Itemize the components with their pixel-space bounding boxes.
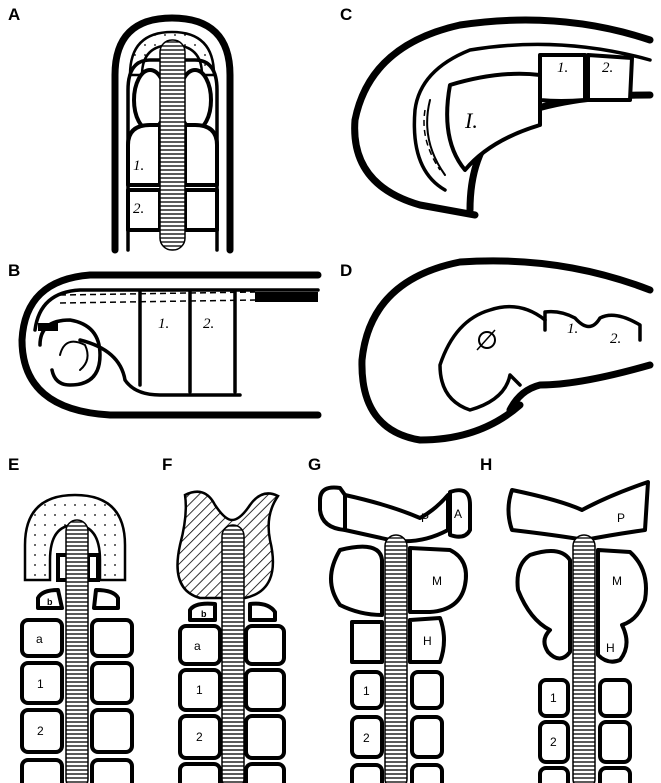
panel-a-label-1: 1. (133, 158, 144, 174)
panel-h-label-1: 1 (550, 691, 557, 705)
panel-c-eye-cup (427, 100, 445, 175)
panel-d-label-1: 1. (567, 321, 578, 337)
panel-a-somite-right-2 (185, 190, 217, 230)
panel-label-h: H (480, 455, 492, 474)
panel-e-somite-a-right (92, 620, 132, 656)
panel-a-label-2: 2. (133, 201, 144, 217)
panel-f-label-1: 1 (196, 683, 203, 697)
panel-h-region-p (509, 482, 649, 540)
panel-b-notochord-upper (60, 292, 255, 295)
panel-h-label-p: P (617, 511, 625, 525)
panel-g-region-m-left (331, 547, 382, 615)
panel-e: E b a 1 2 (8, 455, 132, 783)
panel-e-somite-3-right (92, 760, 132, 783)
panel-label-f: F (162, 455, 172, 474)
panel-g-label-2: 2 (363, 731, 370, 745)
panel-g-label-p: P (421, 511, 429, 525)
panel-e-label-a: a (36, 632, 43, 646)
panel-b-notochord-tail (255, 292, 318, 302)
panel-f-notochord (222, 525, 244, 783)
panel-label-a: A (8, 5, 20, 24)
panel-g-region-p-left (320, 488, 345, 531)
panel-g-label-a: A (454, 507, 462, 521)
panel-h-somite-3-left (540, 768, 568, 783)
panel-f-somite-2-right (246, 716, 284, 758)
panel-e-somite-b-right (94, 590, 118, 608)
panel-e-somite-1-right (92, 663, 132, 703)
panel-a-somite-left-1 (128, 125, 160, 185)
panel-e-notochord (66, 520, 88, 783)
panel-g-somite-3-left (352, 765, 382, 783)
panel-c-label-I: I. (464, 108, 478, 133)
panel-e-label-1: 1 (37, 677, 44, 691)
panel-g-somite-1-right (412, 672, 442, 708)
panel-f-somite-3-right (246, 764, 284, 783)
panel-b-head-inner-curve (60, 342, 88, 370)
panel-label-d: D (340, 261, 352, 280)
panel-g-somite-2-right (412, 717, 442, 757)
panel-e-label-b: b (47, 597, 53, 607)
panel-d-label-2: 2. (610, 331, 621, 347)
panel-h-somite-3-right (600, 768, 630, 783)
panel-c-label-2: 2. (602, 60, 613, 76)
panel-e-somite-2-right (92, 710, 132, 752)
panel-b-somite-divisions (140, 292, 235, 392)
panel-e-somite-3-left (22, 760, 62, 783)
panel-d-outer-outline (362, 261, 650, 440)
panel-h-somite-1-right (600, 680, 630, 716)
panel-d: D 1. 2. (340, 261, 650, 440)
panel-g-region-h-left (352, 622, 382, 662)
panel-a: A 1. 2. (8, 5, 230, 250)
panel-h-somite-2-right (600, 722, 630, 762)
panel-g-somite-3-right (412, 765, 442, 783)
panel-h-label-h: H (606, 641, 615, 655)
panel-g-notochord (385, 535, 407, 783)
panel-a-somite-right-1 (185, 125, 217, 185)
panel-b-ventral-outline (80, 340, 240, 395)
panel-d-head-outline (440, 307, 545, 410)
panel-g-label-m: M (432, 574, 442, 588)
panel-f-somite-1-right (246, 670, 284, 710)
panel-f-label-b: b (201, 609, 207, 619)
panel-f-somite-a-right (246, 626, 284, 664)
panel-h-notochord (573, 535, 595, 783)
panel-d-ventral-curve (510, 365, 650, 410)
panel-label-c: C (340, 5, 352, 24)
panel-b-notochord-lower (60, 300, 255, 303)
panel-g-label-1: 1 (363, 684, 370, 698)
panel-b: B 1. 2. (8, 261, 318, 415)
panel-d-dorsal-segments (545, 312, 640, 340)
panel-f-somite-3-left (180, 764, 220, 783)
panel-c-label-1: 1. (557, 60, 568, 76)
panel-c: C 1. 2. I. (340, 5, 650, 215)
panel-c-region-I (447, 74, 540, 170)
panel-b-label-1: 1. (158, 316, 169, 332)
panel-h: H P M H 1 2 (480, 455, 648, 783)
panel-label-g: G (308, 455, 321, 474)
panel-f-somite-b-right (250, 604, 275, 620)
panel-label-e: E (8, 455, 19, 474)
panel-label-b: B (8, 261, 20, 280)
panel-h-region-m-left (518, 551, 571, 659)
panel-f-label-a: a (194, 639, 201, 653)
panel-h-label-m: M (612, 574, 622, 588)
panel-g-label-h: H (423, 634, 432, 648)
panel-b-label-2: 2. (203, 316, 214, 332)
panel-a-notochord (160, 40, 185, 250)
panel-e-inner-right (88, 555, 98, 580)
panel-f-label-2: 2 (196, 730, 203, 744)
panel-h-label-2: 2 (550, 735, 557, 749)
panel-e-label-2: 2 (37, 724, 44, 738)
panel-g: G P A M H 1 2 (308, 455, 470, 783)
panel-f: F b a 1 2 (162, 455, 284, 783)
panel-b-head-mark (38, 323, 58, 331)
